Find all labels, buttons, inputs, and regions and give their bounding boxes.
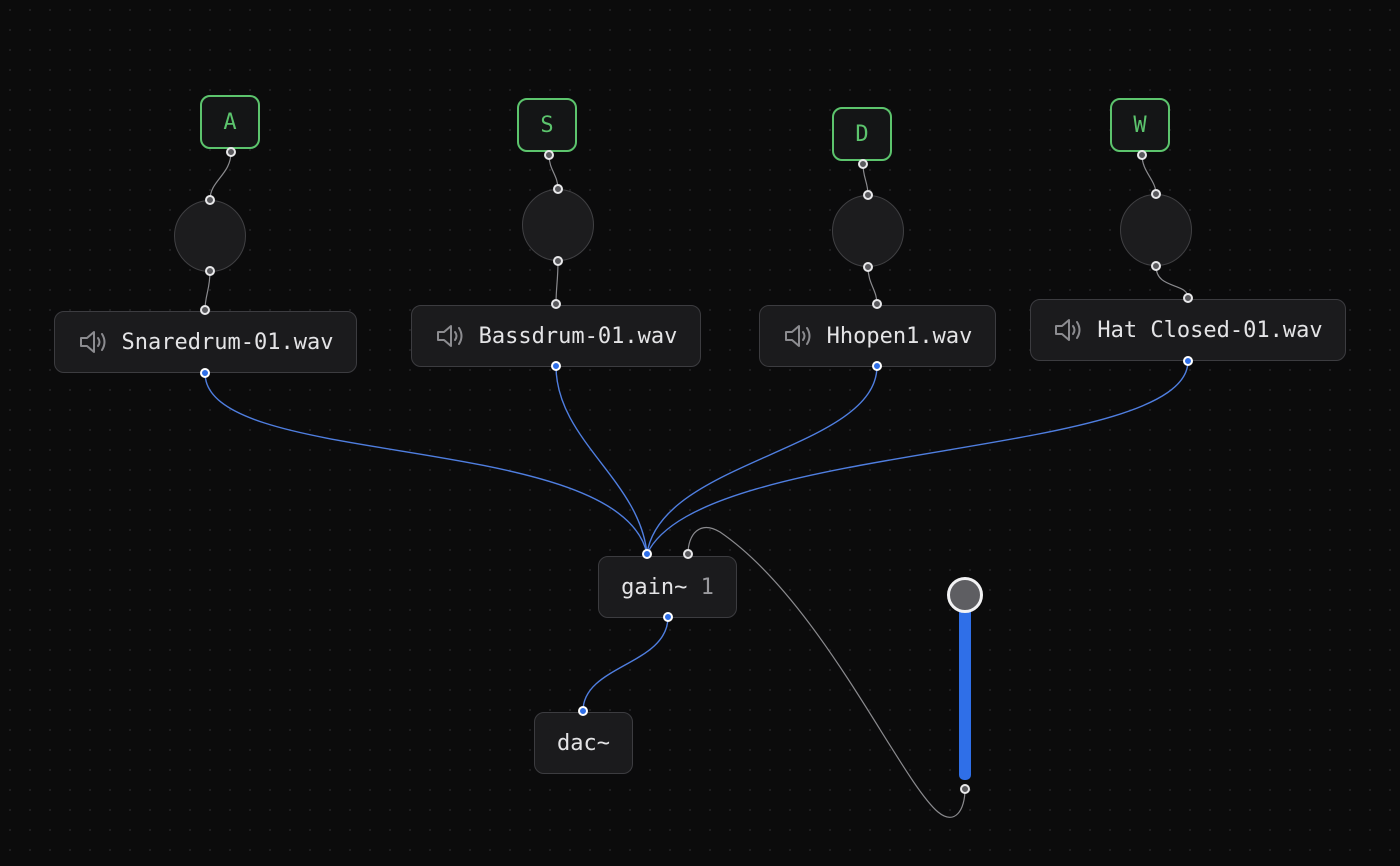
speaker-icon [784, 325, 811, 347]
sample-node-label: Hhopen1.wav [826, 323, 973, 349]
speaker-icon [1055, 319, 1081, 341]
volume-slider-track[interactable] [959, 596, 971, 780]
key-node-w[interactable]: W [1110, 98, 1170, 152]
key-outlet[interactable] [1137, 150, 1147, 160]
sample-node-label: Bassdrum-01.wav [478, 323, 678, 349]
sample-node-bassdrum[interactable]: Bassdrum-01.wav [411, 305, 701, 367]
bang-inlet[interactable] [205, 195, 215, 205]
bang-inlet[interactable] [1151, 189, 1161, 199]
sample-inlet[interactable] [872, 299, 882, 309]
signal-wire [555, 365, 648, 555]
gain-node[interactable]: gain~ 1 [598, 556, 737, 618]
slider-outlet[interactable] [960, 784, 970, 794]
sample-node-hat-closed[interactable]: Hat Closed-01.wav [1030, 299, 1346, 361]
key-node-a[interactable]: A [200, 95, 260, 149]
sample-outlet[interactable] [551, 361, 561, 371]
sample-inlet[interactable] [200, 305, 210, 315]
control-wire [1155, 265, 1189, 299]
bang-outlet[interactable] [863, 262, 873, 272]
sample-node-hhopen[interactable]: Hhopen1.wav [759, 305, 996, 367]
signal-wire [646, 360, 1189, 555]
bang-inlet[interactable] [863, 190, 873, 200]
bang-outlet[interactable] [1151, 261, 1161, 271]
volume-slider-handle[interactable] [947, 577, 983, 613]
bang-outlet[interactable] [205, 266, 215, 276]
gain-signal-inlet[interactable] [642, 549, 652, 559]
key-node-d[interactable]: D [832, 107, 892, 161]
bang-button-4[interactable] [1120, 194, 1192, 266]
sample-node-snaredrum[interactable]: Snaredrum-01.wav [54, 311, 357, 373]
gain-node-name: gain~ [621, 574, 688, 600]
key-outlet[interactable] [544, 150, 554, 160]
key-outlet[interactable] [858, 159, 868, 169]
signal-wire [204, 372, 648, 555]
sample-inlet[interactable] [551, 299, 561, 309]
bang-button-3[interactable] [832, 195, 904, 267]
control-wire [209, 151, 232, 201]
speaker-icon [436, 325, 463, 347]
dac-inlet[interactable] [578, 706, 588, 716]
bang-button-1[interactable] [174, 200, 246, 272]
speaker-icon [79, 331, 106, 353]
bang-outlet[interactable] [553, 256, 563, 266]
sample-node-label: Hat Closed-01.wav [1097, 317, 1323, 343]
bang-inlet[interactable] [553, 184, 563, 194]
bang-button-2[interactable] [522, 189, 594, 261]
sample-outlet[interactable] [200, 368, 210, 378]
dac-node-label: dac~ [557, 730, 610, 756]
sample-outlet[interactable] [872, 361, 882, 371]
gain-control-inlet[interactable] [683, 549, 693, 559]
sample-inlet[interactable] [1183, 293, 1193, 303]
gain-outlet[interactable] [663, 612, 673, 622]
key-outlet[interactable] [226, 147, 236, 157]
gain-node-arg: 1 [700, 574, 714, 600]
dac-node[interactable]: dac~ [534, 712, 633, 774]
key-node-s[interactable]: S [517, 98, 577, 152]
signal-wire [582, 616, 669, 712]
sample-outlet[interactable] [1183, 356, 1193, 366]
sample-node-label: Snaredrum-01.wav [121, 329, 334, 355]
signal-wire [646, 365, 878, 555]
control-wire [555, 260, 559, 305]
